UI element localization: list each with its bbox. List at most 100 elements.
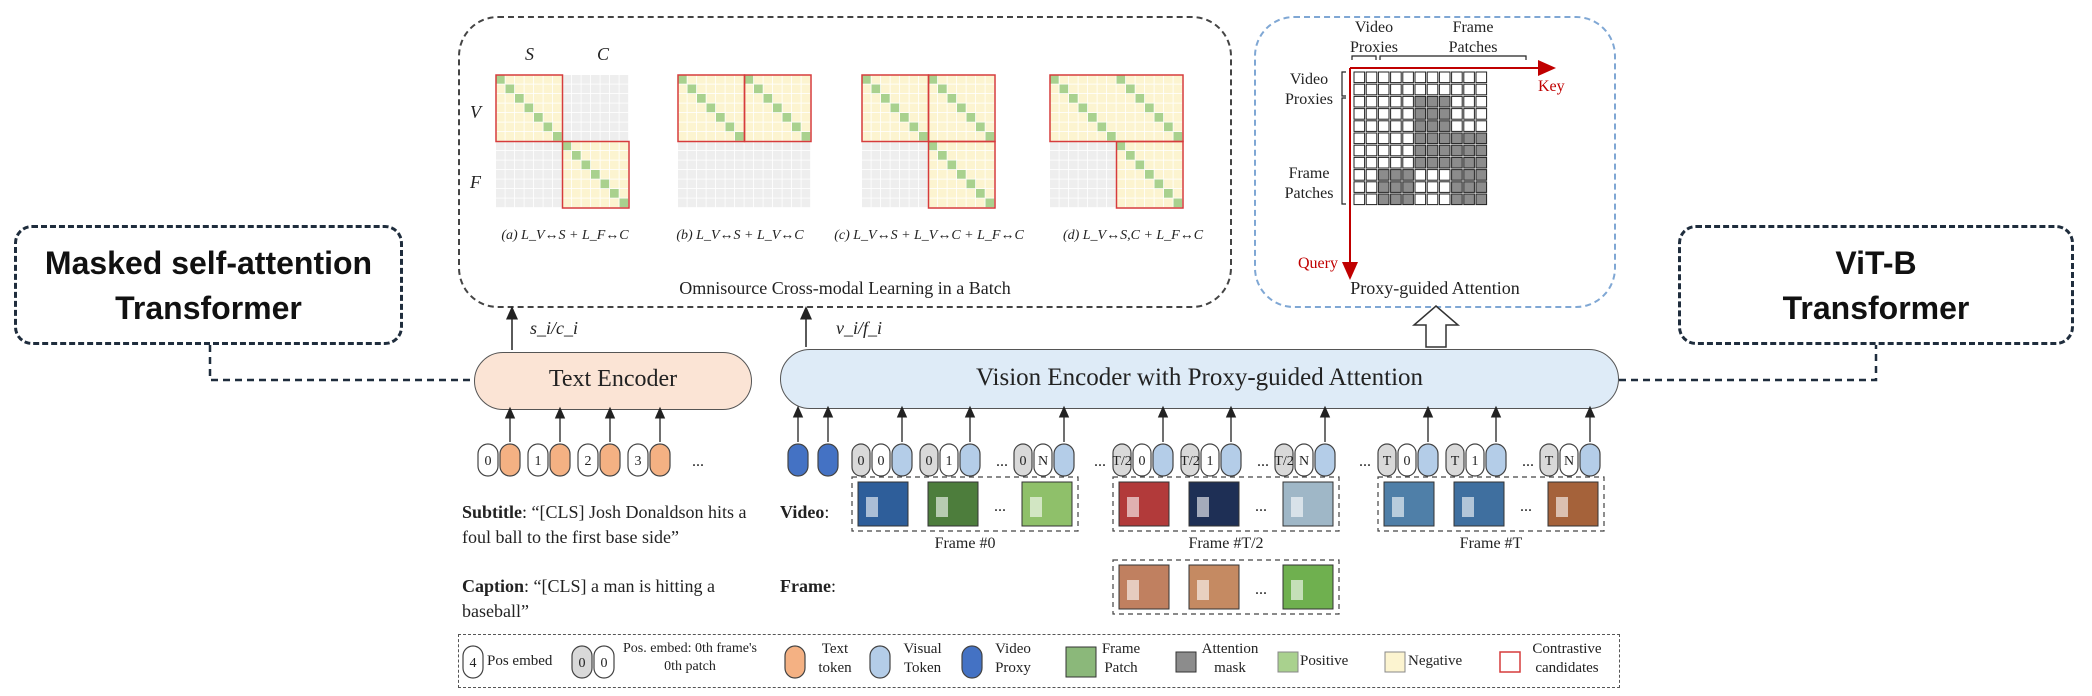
visual-token — [1220, 443, 1242, 477]
video-frame-0-box — [851, 476, 1079, 532]
text-pos-embed — [477, 443, 499, 477]
text-pos-embed-label: 1 — [535, 454, 542, 469]
left-model-line1: Masked self-attention — [44, 245, 373, 281]
frame-caption-mid: Frame #T/2 — [1188, 535, 1264, 552]
patch-pos-embed-label: N — [1038, 454, 1048, 469]
omnisource-subcaption-c: (c) L_V↔S + L_V↔C + L_F↔C — [834, 228, 1024, 243]
video-frame-last-thumbnail-figure — [1556, 497, 1568, 517]
group-ellipsis: ... — [1094, 453, 1106, 470]
video-frame-0-thumbnail-figure — [1030, 497, 1042, 517]
patch-pos-embed-label: N — [1299, 454, 1309, 469]
legend-pos-embed2: Pos. embed: 0th frame's 0th patch — [623, 641, 757, 674]
frame-row-thumbnail — [1188, 564, 1240, 610]
frame-row-thumbnail — [1282, 564, 1334, 610]
patch-pos-embed-label: 1 — [1207, 454, 1214, 469]
hollow-up-arrow — [1411, 305, 1461, 348]
visual-token-ellipsis: ... — [1257, 453, 1269, 470]
video-frame-mid-box — [1112, 476, 1340, 532]
top-label-frame-patches: Frame Patches — [1448, 19, 1498, 56]
patch-pos-embed — [1033, 443, 1053, 477]
frame-pos-embed — [1445, 443, 1465, 477]
right-connector-line — [1619, 345, 1878, 382]
video-frame-last-thumbnail — [1547, 481, 1599, 527]
text-token — [499, 443, 521, 477]
video-proxy-token — [787, 443, 809, 477]
text-pos-embed — [627, 443, 649, 477]
video-frame-0-thumbnail-figure — [936, 497, 948, 517]
patch-pos-embed — [871, 443, 891, 477]
video-proxy-token — [817, 443, 839, 477]
omnisource-panel — [458, 16, 1232, 308]
proxy-attention-caption: Proxy-guided Attention — [1350, 278, 1520, 298]
caption-text-block: Caption: “[CLS] a man is hitting a baseb… — [462, 574, 774, 624]
frame-row-label-text: Frame — [780, 576, 831, 596]
legend-contrastive: Contrastive candidates — [1532, 641, 1602, 676]
frame-pos-embed — [1112, 443, 1132, 477]
text-token — [649, 443, 671, 477]
video-frame-mid-thumbnail-figure — [1291, 497, 1303, 517]
text-encoder-output-label: s_i/c_i — [530, 318, 578, 338]
col-label-s: S — [525, 44, 534, 64]
patch-pos-embed-label: 1 — [1472, 454, 1479, 469]
key-label: Key — [1538, 78, 1565, 95]
right-model-box — [1678, 225, 2074, 345]
subtitle-text: : “[CLS] Josh Donaldson hits a foul ball… — [462, 502, 747, 547]
patch-pos-embed — [1200, 443, 1220, 477]
video-frame-mid-thumbnail — [1188, 481, 1240, 527]
video-frame-last-ellipsis: ... — [1520, 498, 1532, 515]
patch-pos-embed-label: 0 — [1404, 454, 1411, 469]
right-model-line1: ViT-B — [1835, 245, 1917, 281]
row-label-f: F — [470, 172, 481, 192]
omnisource-subcaption-d: (d) L_V↔S,C + L_F↔C — [1062, 228, 1204, 243]
frame-caption-last: Frame #T — [1459, 535, 1523, 552]
visual-token — [1053, 443, 1075, 477]
video-frame-0-ellipsis: ... — [994, 498, 1006, 515]
text-pos-embed-label: 2 — [585, 454, 592, 469]
frame-row-thumbnail-figure — [1197, 580, 1209, 600]
video-frame-0-thumbnail — [1021, 481, 1073, 527]
top-label-video-proxies: Video Proxies — [1350, 19, 1398, 56]
text-pos-embed-label: 0 — [485, 454, 492, 469]
video-frame-mid-thumbnail-figure — [1197, 497, 1209, 517]
text-token — [599, 443, 621, 477]
frame-pos-embed-label: T — [1451, 454, 1460, 469]
frame-pos-embed — [1180, 443, 1200, 477]
legend-box — [458, 634, 1620, 688]
frame-pos-embed-label: T — [1383, 454, 1392, 469]
visual-token — [891, 443, 913, 477]
video-frame-mid-thumbnail-figure — [1127, 497, 1139, 517]
frame-pos-embed — [1539, 443, 1559, 477]
visual-token — [1485, 443, 1507, 477]
legend-text-token: Text token — [818, 641, 852, 676]
video-frame-last-thumbnail-figure — [1462, 497, 1474, 517]
patch-pos-embed-label: 0 — [1139, 454, 1146, 469]
vision-encoder-output-label: v_i/f_i — [836, 318, 882, 338]
patch-pos-embed — [1294, 443, 1314, 477]
legend-positive: Positive — [1300, 653, 1349, 669]
text-encoder-label: Text Encoder — [548, 366, 678, 392]
text-pos-embed — [577, 443, 599, 477]
video-frame-last-thumbnail — [1383, 481, 1435, 527]
legend-video-proxy: Video Proxy — [995, 641, 1031, 676]
patch-pos-embed — [1397, 443, 1417, 477]
text-token-ellipsis: ... — [692, 453, 704, 470]
video-frame-mid-ellipsis: ... — [1255, 498, 1267, 515]
patch-pos-embed — [1559, 443, 1579, 477]
left-model-box — [14, 225, 403, 345]
side-label-video-proxies: Video Proxies — [1285, 71, 1333, 108]
text-token — [549, 443, 571, 477]
frame-pos-embed-label: 0 — [1020, 454, 1027, 469]
frame-pos-embed-label: T — [1545, 454, 1554, 469]
frame-pos-embed — [919, 443, 939, 477]
video-row-label-text: Video — [780, 502, 825, 522]
patch-pos-embed-label: N — [1564, 454, 1574, 469]
text-pos-embed-label: 3 — [635, 454, 642, 469]
group-ellipsis: ... — [1359, 453, 1371, 470]
row-label-v: V — [470, 102, 481, 122]
subtitle-text-block: Subtitle: “[CLS] Josh Donaldson hits a f… — [462, 500, 774, 550]
patch-pos-embed — [1465, 443, 1485, 477]
frame-row-box — [1112, 559, 1340, 615]
frame-pos-embed-label: T/2 — [1112, 454, 1131, 469]
visual-token-ellipsis: ... — [1522, 453, 1534, 470]
